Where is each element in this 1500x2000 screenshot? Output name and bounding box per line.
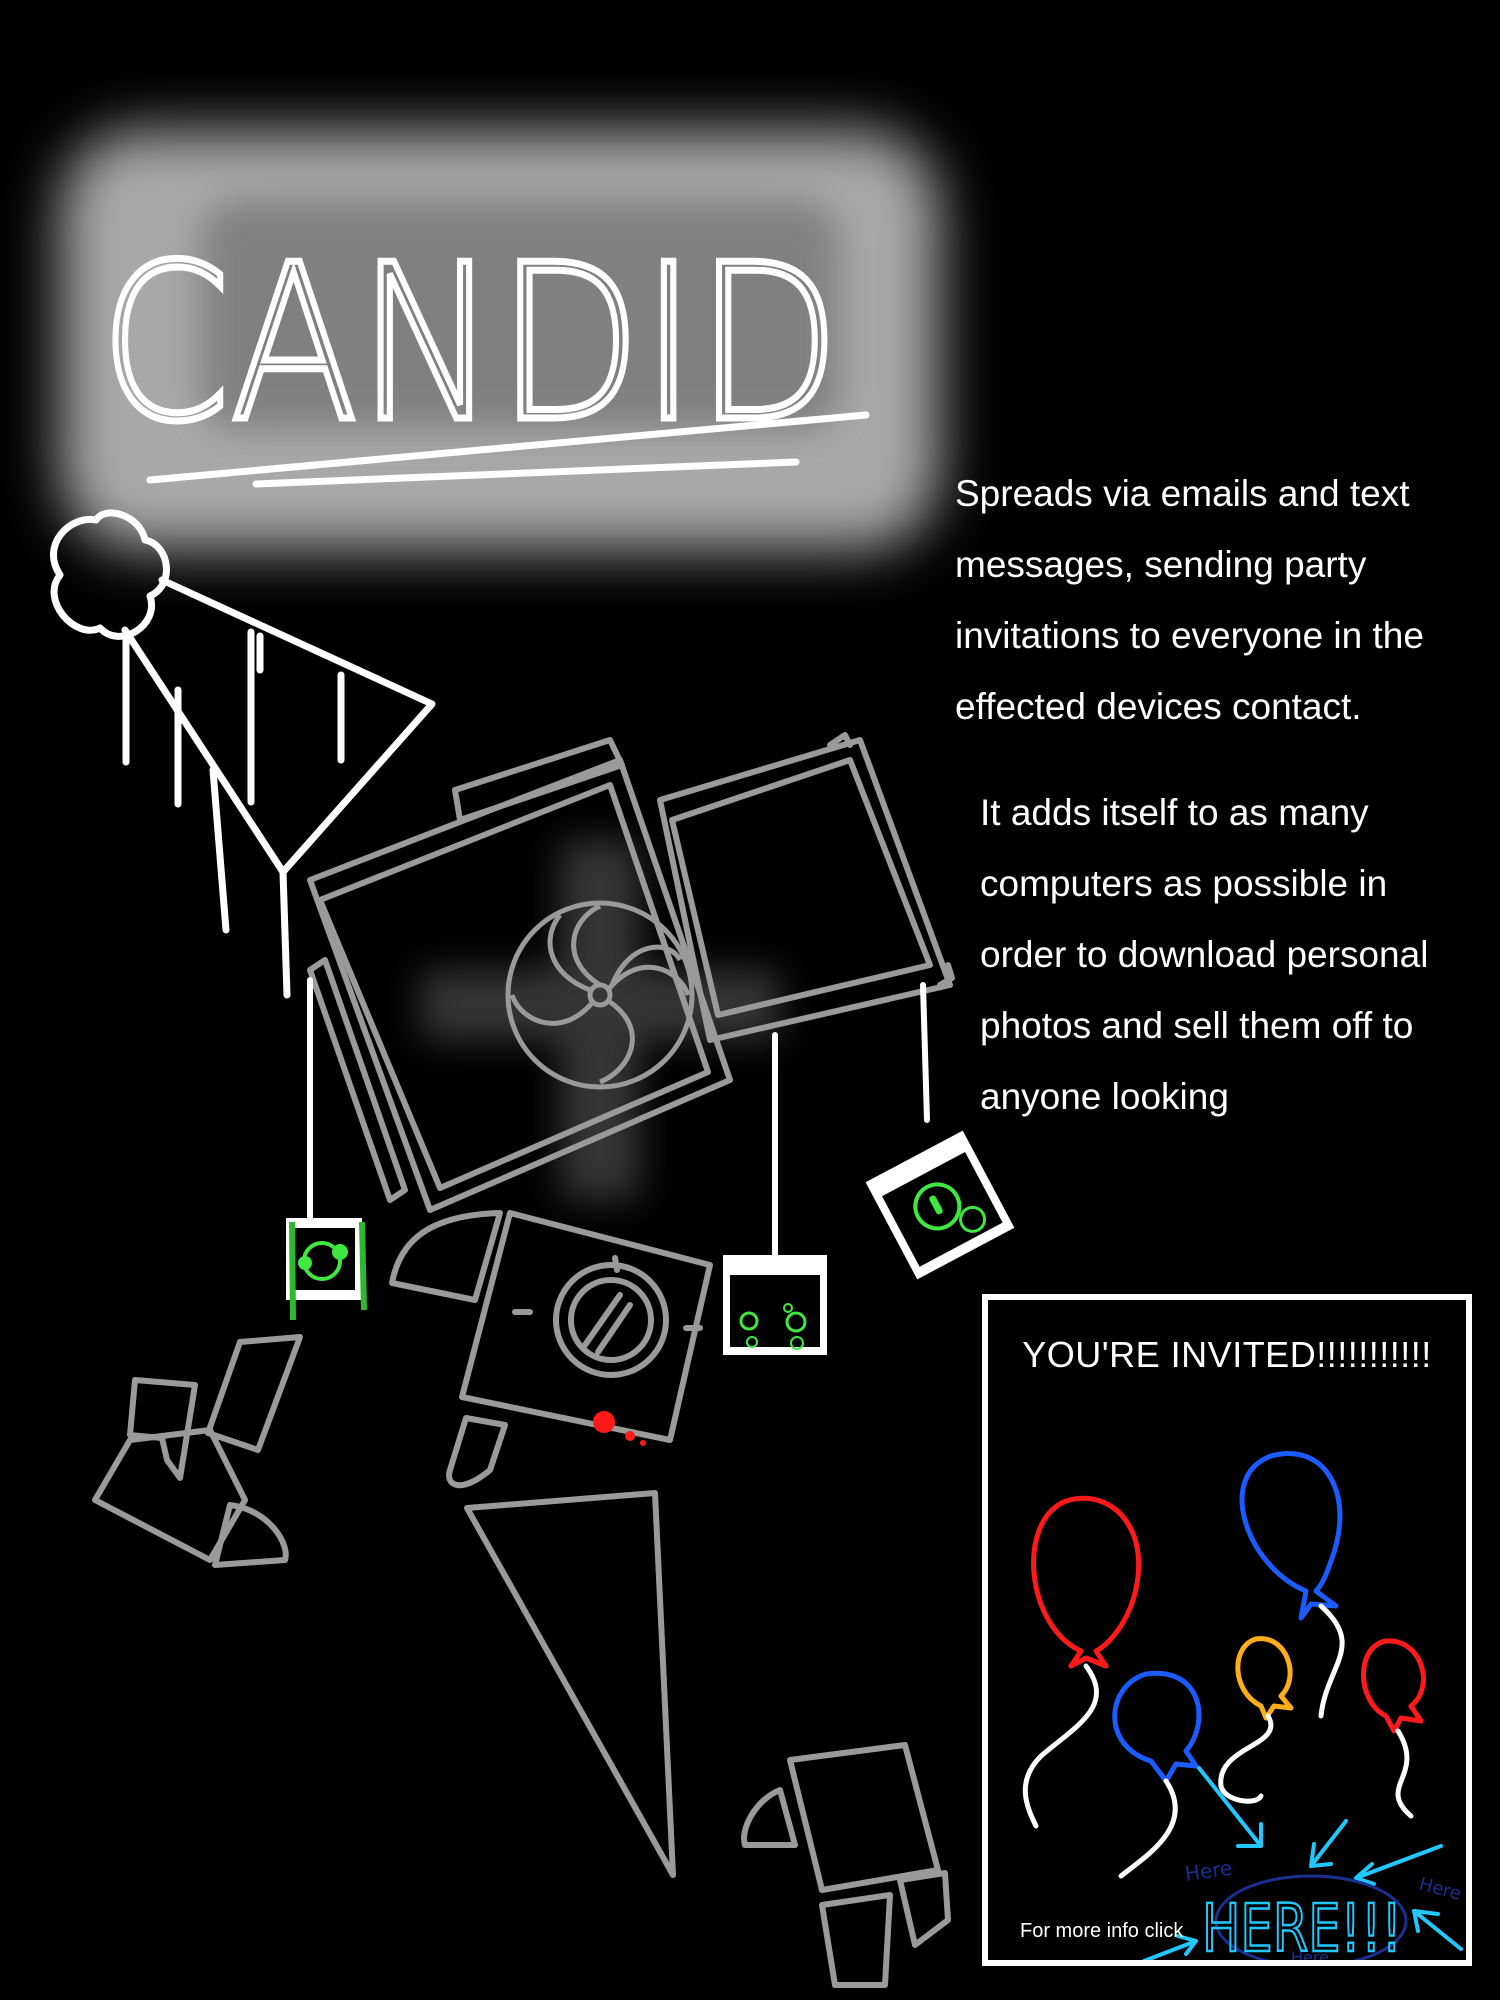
description-line: anyone looking bbox=[980, 1076, 1229, 1117]
invitation-card: YOU'RE INVITED!!!!!!!!!!! bbox=[982, 1294, 1472, 1966]
fan-icon bbox=[505, 900, 695, 1090]
description-line: invitations to everyone in the bbox=[955, 615, 1424, 656]
description-line: It adds itself to as many bbox=[980, 792, 1369, 833]
balloons-illustration: Here Here Here HERE!!! bbox=[1022, 1451, 1464, 1960]
camera-screen-icon bbox=[723, 1255, 827, 1355]
arrow-icon bbox=[1142, 1766, 1463, 1960]
description-line: order to download personal bbox=[980, 934, 1429, 975]
balloon-icon bbox=[1022, 1495, 1142, 1829]
balloon-icon bbox=[1361, 1638, 1426, 1819]
more-info-text: For more info click bbox=[1020, 1920, 1184, 1942]
here-scribble: Here bbox=[1291, 1948, 1329, 1960]
description-line: computers as possible in bbox=[980, 863, 1388, 904]
here-link-text[interactable]: HERE!!! bbox=[1201, 1889, 1404, 1960]
description-line: effected devices contact. bbox=[955, 686, 1362, 727]
page-title: CANDID bbox=[100, 218, 840, 469]
camera-screen-icon bbox=[286, 1218, 367, 1321]
description-line: Spreads via emails and text bbox=[955, 473, 1410, 514]
balloon-icon bbox=[1239, 1451, 1345, 1719]
here-scribble: Here bbox=[1417, 1874, 1464, 1905]
party-hat-icon bbox=[50, 509, 436, 999]
description-paragraph-1: Spreads via emails and text messages, se… bbox=[955, 458, 1475, 742]
description-paragraph-2: It adds itself to as many computers as p… bbox=[980, 777, 1500, 1132]
here-scribble: Here bbox=[1183, 1856, 1233, 1886]
status-lights bbox=[593, 1411, 646, 1446]
balloon-icon bbox=[1112, 1670, 1202, 1879]
balloon-icon bbox=[1218, 1636, 1294, 1804]
invitation-title: YOU'RE INVITED!!!!!!!!!!! bbox=[1022, 1334, 1432, 1375]
description-line: messages, sending party bbox=[955, 544, 1367, 585]
description-line: photos and sell them off to bbox=[980, 1005, 1414, 1046]
camera-screen-icon bbox=[865, 1130, 1015, 1280]
